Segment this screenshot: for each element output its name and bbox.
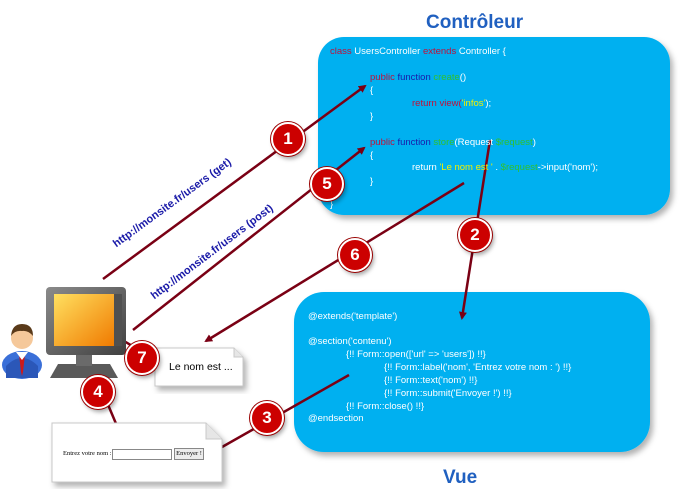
code-line-return-name: return 'Le nom est ' . $request->input('… [412, 162, 599, 173]
code-class-close: } [330, 199, 334, 210]
step-badge-4: 4 [81, 375, 115, 409]
code-brace: } [370, 111, 374, 122]
form-label: Entrez votre nom : [63, 450, 112, 457]
controller-bubble [318, 37, 670, 215]
controller-title: Contrôleur [426, 12, 524, 33]
view-bubble [294, 292, 650, 452]
view-line-section: @section('contenu') [308, 336, 392, 347]
view-line-form-text: {!! Form::text('nom') !!} [384, 375, 478, 386]
view-line-form-open: {!! Form::open(['url' => 'users']) !!} [346, 349, 486, 360]
arrow-get-request [102, 84, 367, 281]
code-brace: { [370, 150, 374, 161]
step-badge-7: 7 [125, 341, 159, 375]
arrow-controller-response [204, 181, 465, 343]
code-line-store: public function store(Request $request) [370, 137, 536, 148]
form-submit-button: Envoyer ! [174, 448, 204, 460]
view-line-form-label: {!! Form::label('nom', 'Entrez votre nom… [384, 362, 572, 373]
code-brace: { [370, 85, 374, 96]
code-line-class: class UsersController extends Controller… [330, 46, 506, 57]
response-note-text: Le nom est ... [169, 361, 233, 373]
step-badge-5: 5 [310, 167, 344, 201]
view-line-extends: @extends('template') [308, 311, 398, 322]
view-line-form-close: {!! Form::close() !!} [346, 401, 425, 412]
view-line-form-submit: {!! Form::submit('Envoyer !') !!} [384, 388, 512, 399]
user-icon [2, 324, 42, 379]
response-note [154, 347, 244, 387]
monitor-icon [46, 287, 126, 378]
code-brace: } [370, 176, 374, 187]
code-line-create: public function create() [370, 72, 467, 83]
step-badge-3: 3 [250, 401, 284, 435]
step-badge-1: 1 [271, 122, 305, 156]
step-badge-2: 2 [458, 218, 492, 252]
code-line-return-view: return view('infos'); [412, 98, 492, 109]
view-line-endsection: @endsection [308, 413, 364, 424]
form-name-input [112, 449, 172, 460]
step-badge-6: 6 [338, 238, 372, 272]
view-title: Vue [443, 467, 478, 488]
